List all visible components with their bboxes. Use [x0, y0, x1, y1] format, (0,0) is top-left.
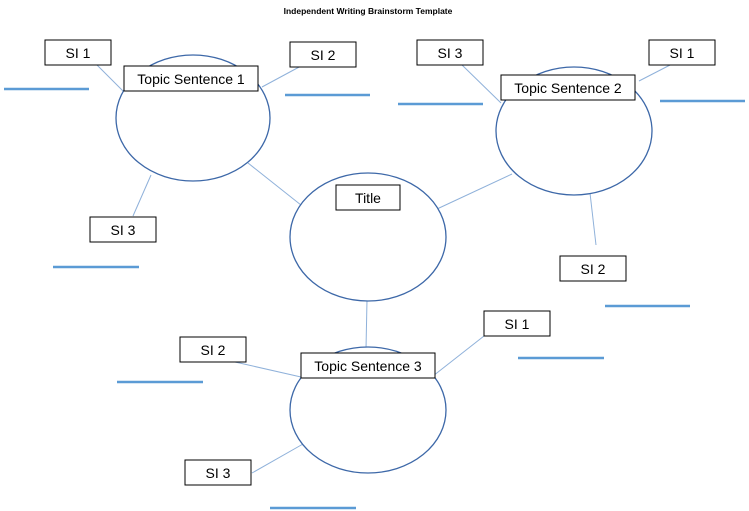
topic3-si1-label: SI 1 — [505, 316, 530, 332]
topic-sentence-1-box[interactable]: Topic Sentence 1 — [123, 65, 259, 92]
topic-sentence-3-label: Topic Sentence 3 — [314, 358, 422, 374]
topic-sentence-1-label: Topic Sentence 1 — [137, 71, 245, 87]
connector-topic1-si2 — [261, 65, 302, 88]
topic2-si2-box[interactable]: SI 2 — [559, 255, 627, 282]
connector-title-topic2 — [436, 173, 513, 210]
topic3-si3-box[interactable]: SI 3 — [184, 459, 252, 486]
topic2-si2-label: SI 2 — [581, 261, 606, 277]
title-box[interactable]: Title — [335, 184, 401, 211]
connector-title-topic1 — [247, 162, 307, 210]
topic2-si1-box[interactable]: SI 1 — [648, 39, 716, 66]
connector-topic3-si3 — [251, 443, 304, 474]
topic1-si1-box[interactable]: SI 1 — [44, 39, 112, 66]
topic3-si2-box[interactable]: SI 2 — [179, 336, 247, 363]
topic2-si3-box[interactable]: SI 3 — [416, 39, 484, 66]
connectors — [95, 63, 673, 474]
connector-topic1-si1 — [95, 63, 125, 93]
connector-topic2-si2 — [589, 192, 597, 246]
connector-topic3-si2 — [234, 361, 302, 378]
topic3-si1-box[interactable]: SI 1 — [483, 310, 551, 337]
topic-sentence-2-label: Topic Sentence 2 — [514, 80, 622, 96]
topic2-si1-label: SI 1 — [670, 45, 695, 61]
topic1-si1-label: SI 1 — [66, 45, 91, 61]
title-box-label: Title — [355, 190, 381, 206]
connector-topic2-si3 — [460, 63, 502, 104]
page-title: Independent Writing Brainstorm Template — [284, 6, 453, 16]
topic-sentence-3-box[interactable]: Topic Sentence 3 — [300, 352, 436, 379]
blank-lines — [4, 87, 745, 510]
connector-topic3-si1 — [432, 335, 485, 377]
topic1-si3-box[interactable]: SI 3 — [89, 216, 157, 243]
topic3-si2-label: SI 2 — [201, 342, 226, 358]
topic2-si3-label: SI 3 — [438, 45, 463, 61]
connector-topic1-si3 — [132, 174, 152, 217]
title-circle — [289, 172, 447, 302]
topic-sentence-2-box[interactable]: Topic Sentence 2 — [500, 74, 636, 101]
topic1-si2-box[interactable]: SI 2 — [289, 41, 357, 68]
topic1-si3-label: SI 3 — [111, 222, 136, 238]
topic1-si2-label: SI 2 — [311, 47, 336, 63]
connector-title-topic3 — [365, 299, 368, 350]
topic3-si3-label: SI 3 — [206, 465, 231, 481]
connector-topic2-si1 — [638, 63, 673, 82]
